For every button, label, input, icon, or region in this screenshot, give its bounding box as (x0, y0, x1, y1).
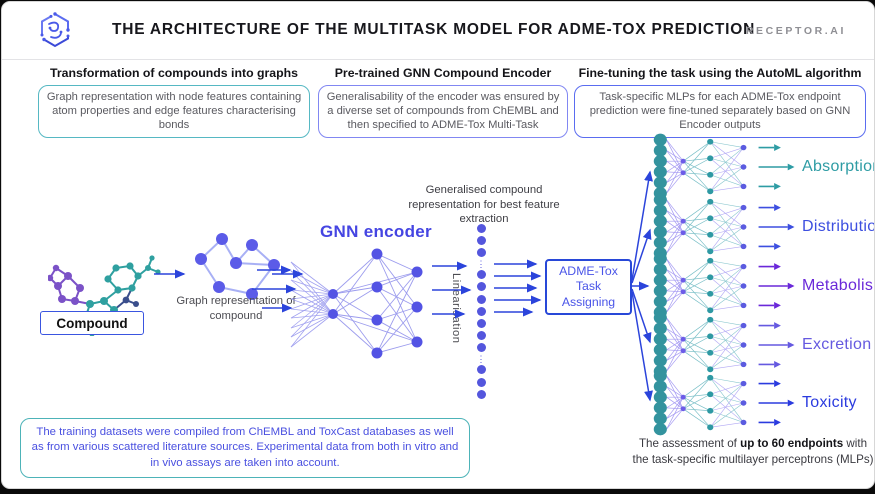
linearisation-label: Linearisation (450, 272, 462, 344)
endpoint-label-distribution: Distribution (802, 218, 874, 235)
mlp-block-distribution: Distribution (652, 193, 874, 261)
endpoint-label-toxicity: Toxicity (802, 394, 857, 411)
methodology-sections: Transformation of compounds into graphs … (2, 66, 874, 138)
training-data-note-box: The training datasets were compiled from… (20, 418, 470, 479)
endpoint-label-absorption: Absorption (802, 158, 875, 175)
section-gnn-encoder: Pre-trained GNN Compound Encoder General… (318, 66, 568, 138)
mlp-network-icon (652, 369, 756, 437)
section-description-box: Graph representation with node features … (38, 85, 310, 138)
mlp-block-toxicity: Toxicity (652, 369, 857, 437)
section-title: Pre-trained GNN Compound Encoder (334, 66, 552, 80)
receptor-logo-icon (40, 12, 70, 48)
compound-graph-icon (195, 233, 280, 300)
task-box-line: Task (575, 279, 602, 294)
endpoint-label-excretion: Excretion (802, 336, 872, 353)
section-description-box: Generalisability of the encoder was ensu… (318, 85, 568, 138)
section-title: Fine-tuning the task using the AutoML al… (578, 66, 862, 80)
section-title: Transformation of compounds into graphs (50, 66, 298, 80)
assessment-bold: up to 60 endpoints (740, 437, 844, 450)
page-title: THE ARCHITECTURE OF THE MULTITASK MODEL … (112, 21, 756, 38)
mlp-output-arrows-icon (756, 193, 800, 261)
assessment-suffix: with the task-specific multilayer percep… (632, 437, 874, 466)
gnn-encoder-label: GNN encoder (320, 222, 432, 241)
mlp-block-metabolism: Metabolism (652, 252, 874, 320)
compound-label-box: Compound (40, 311, 144, 335)
mlp-block-absorption: Absorption (652, 133, 875, 201)
graph-representation-caption: Graph representation of compound (176, 295, 296, 322)
brand-name: RECEPTOR.AI (745, 25, 846, 37)
mlp-output-arrows-icon (756, 133, 800, 201)
task-box-line: Assigning (561, 294, 616, 309)
section-automl-finetuning: Fine-tuning the task using the AutoML al… (574, 66, 866, 138)
mlp-block-excretion: Excretion (652, 311, 871, 379)
mlp-network-icon (652, 133, 756, 201)
header-bar: THE ARCHITECTURE OF THE MULTITASK MODEL … (2, 2, 874, 60)
section-description-box: Task-specific MLPs for each ADME-Tox end… (574, 85, 866, 138)
adme-tox-task-assigning-box: ADME-Tox Task Assigning (545, 259, 632, 315)
section-graph-transformation: Transformation of compounds into graphs … (38, 66, 310, 138)
generalised-representation-caption: Generalised compound representation for … (408, 184, 560, 226)
task-box-line: ADME-Tox (559, 263, 618, 278)
feature-vector-dots: ⋮ ⋮ (475, 222, 487, 400)
mlp-network-icon (652, 193, 756, 261)
mlp-output-arrows-icon (756, 252, 800, 320)
gnn-encoder-network-icon (290, 248, 423, 359)
mlp-output-arrows-icon (756, 369, 800, 437)
endpoint-label-metabolism: Metabolism (802, 277, 874, 294)
assessment-prefix: The assessment of (638, 437, 741, 450)
assessment-note: The assessment of up to 60 endpoints wit… (630, 436, 874, 468)
mlp-network-icon (652, 252, 756, 320)
